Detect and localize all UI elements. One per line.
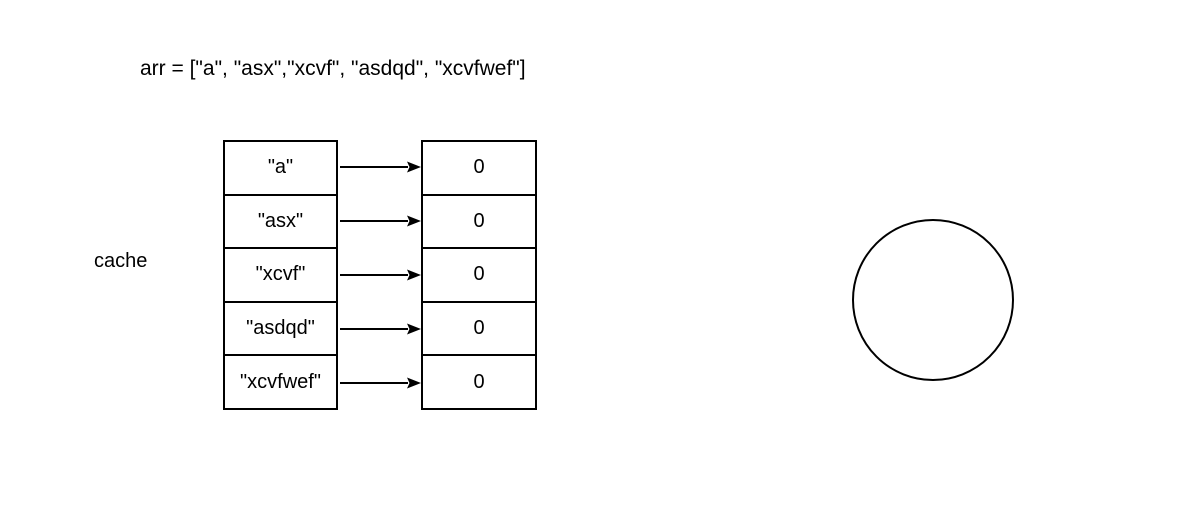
cache-key-cell: "a" [225,142,336,196]
cache-label: cache [94,250,148,272]
cache-value-column: 0 0 0 0 0 [421,140,537,410]
cache-value-cell: 0 [423,196,535,250]
circle-shape [852,219,1014,381]
array-declaration-text: arr = ["a", "asx","xcvf", "asdqd", "xcvf… [140,57,526,80]
cache-value-cell: 0 [423,303,535,357]
arrow [340,161,421,173]
cache-value-cell: 0 [423,142,535,196]
cache-value-cell: 0 [473,370,485,393]
cache-key-cell: "asdqd" [225,303,336,357]
cache-key-cell: "xcvf" [225,249,336,303]
arrow [340,377,421,389]
cache-key-cell: "xcvfwef" [240,370,321,393]
cache-key-cell: "asx" [225,196,336,250]
arrow [340,269,421,281]
arrow [340,215,421,227]
arrow [340,323,421,335]
cache-value-cell: 0 [423,249,535,303]
cache-key-column: "a" "asx" "xcvf" "asdqd" "xcvfwef" [223,140,338,410]
